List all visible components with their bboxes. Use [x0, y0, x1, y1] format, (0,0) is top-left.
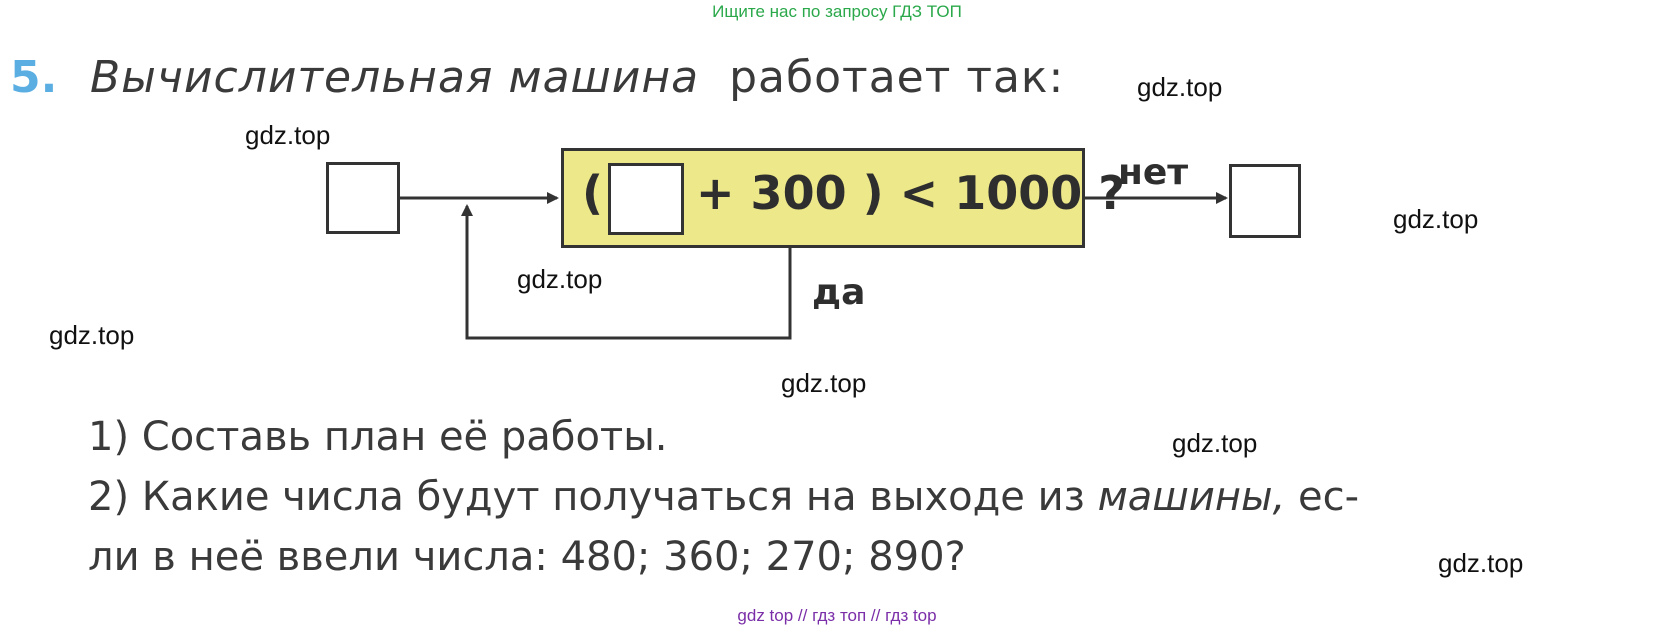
watermark: gdz.top — [1393, 204, 1479, 234]
output-square — [1229, 164, 1301, 238]
watermark: gdz.top — [781, 368, 867, 398]
question-1: 1) Составь план её работы. — [88, 414, 668, 460]
blank-square — [608, 163, 684, 235]
question-2-end: ес- — [1298, 474, 1360, 520]
top-promo-note: Ищите нас по запросу ГДЗ ТОП — [712, 2, 962, 21]
task-title-italic: Вычислительная машина — [90, 52, 700, 103]
watermark: gdz.top — [245, 120, 331, 150]
task-number: 5. — [10, 52, 58, 103]
condition-expression: + 300 ) < 1000 ? — [696, 166, 1125, 220]
watermark: gdz.top — [1137, 72, 1223, 102]
question-2: 2) Какие числа будут получаться на выход… — [88, 474, 1359, 520]
watermark: gdz.top — [1438, 548, 1524, 578]
question-2-line-2: ли в неё ввели числа: 480; 360; 270; 890… — [88, 534, 966, 580]
yes-loop-line — [461, 204, 792, 340]
input-square — [326, 162, 400, 234]
yes-label: да — [812, 272, 866, 313]
question-2-italic: машины, — [1097, 474, 1286, 520]
question-2-start: 2) Какие числа будут получаться на выход… — [88, 474, 1085, 520]
watermark: gdz.top — [1172, 428, 1258, 458]
watermark: gdz.top — [517, 264, 603, 294]
watermark: gdz.top — [49, 320, 135, 350]
bottom-promo-note: gdz top // гдз топ // гдз top — [737, 606, 937, 625]
task-title-rest: работает так: — [729, 52, 1065, 103]
no-label: нет — [1118, 152, 1189, 193]
open-paren: ( — [582, 166, 604, 220]
task-title: Вычислительная машина работает так: — [90, 52, 1064, 103]
